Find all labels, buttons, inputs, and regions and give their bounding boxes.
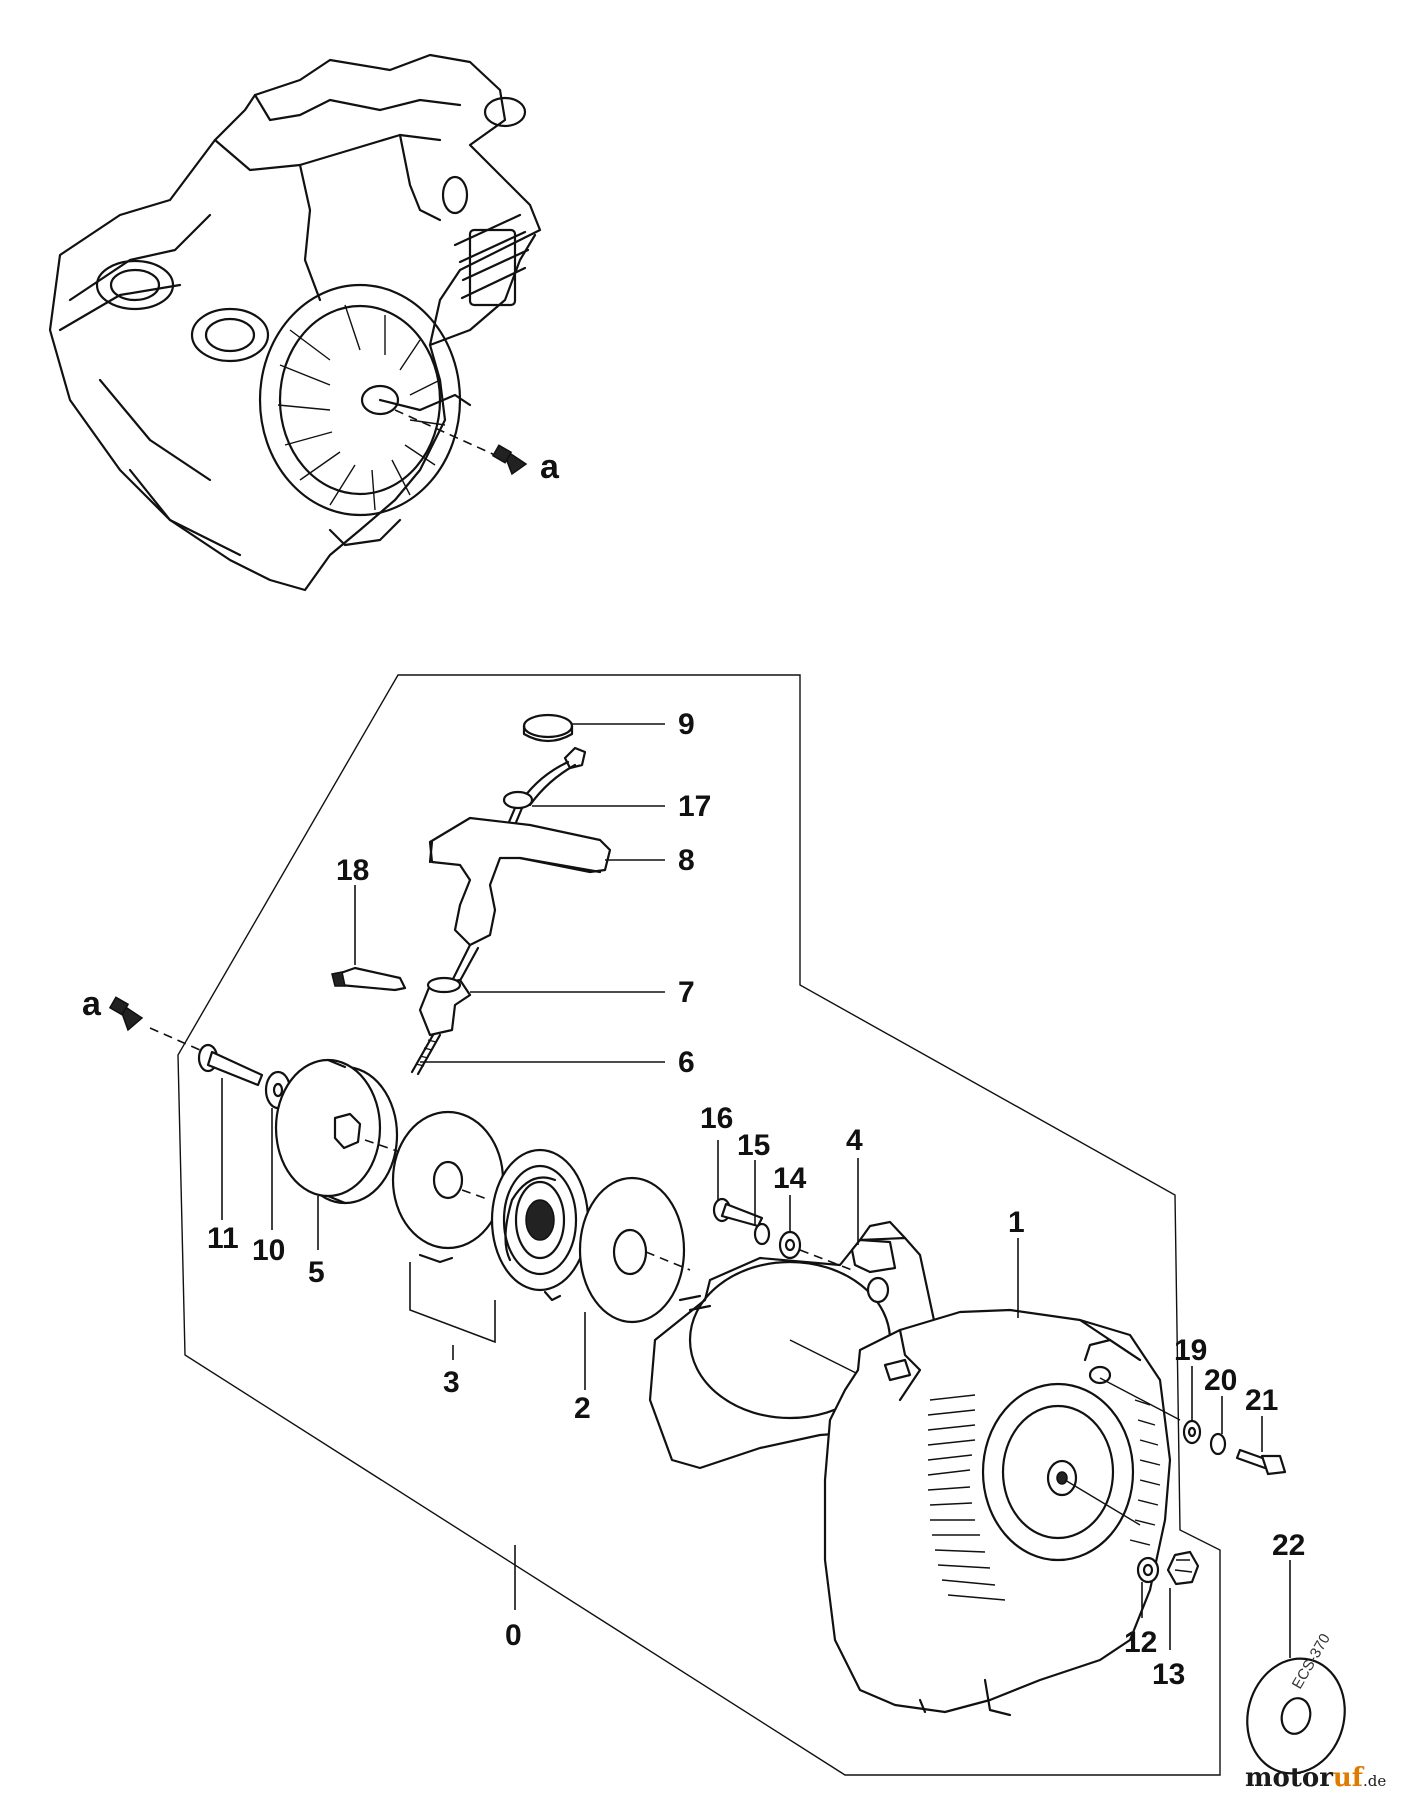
callout-11: 11: [207, 1222, 239, 1255]
part-12-washer: [1136, 1556, 1160, 1618]
callout-6: 6: [678, 1046, 695, 1079]
part-20-washer: [1209, 1396, 1227, 1456]
part-19-washer: [1182, 1366, 1202, 1445]
callout-10: 10: [252, 1234, 285, 1267]
callout-17: 17: [678, 790, 711, 823]
part-11-bolt: [197, 1043, 264, 1220]
arrow-marker-a-lower-group: a: [82, 985, 201, 1051]
part-13-nut: [1166, 1550, 1200, 1650]
part-3-spring-assembly: [391, 1110, 590, 1360]
part-22-decal: ECS-370: [1246, 1560, 1346, 1775]
callout-labels: 9 17 8 18 7 6 16 15 14 4 1 11 10 5 3 2 1…: [207, 708, 1305, 1691]
watermark-accent: uf: [1333, 1763, 1365, 1793]
svg-text:motoruf.de: motoruf.de: [1245, 1763, 1386, 1793]
engine-housing-drawing: a: [48, 53, 560, 592]
part-15-washer: [753, 1160, 771, 1246]
part-2-disc: [578, 1176, 691, 1390]
callout-0: 0: [505, 1619, 522, 1652]
callout-8: 8: [678, 844, 695, 877]
arrow-marker-a-lower: a: [82, 985, 102, 1023]
callout-19: 19: [1174, 1334, 1207, 1367]
callout-7: 7: [678, 976, 695, 1009]
callout-12: 12: [1124, 1626, 1157, 1659]
part-21-screw: [1235, 1416, 1287, 1476]
callout-21: 21: [1245, 1384, 1278, 1417]
watermark-main: motor: [1245, 1763, 1333, 1793]
callout-20: 20: [1204, 1364, 1237, 1397]
callout-16: 16: [700, 1102, 733, 1135]
callout-3: 3: [443, 1366, 460, 1399]
callout-14: 14: [773, 1162, 807, 1195]
starter-rope-assembly: [410, 746, 665, 1076]
callout-15: 15: [737, 1129, 770, 1162]
callout-2: 2: [574, 1392, 591, 1425]
arrow-marker-a-top: a: [540, 448, 560, 486]
part-5-pulley: [274, 1058, 401, 1250]
callout-4: 4: [846, 1124, 863, 1157]
watermark-tld: .de: [1363, 1772, 1386, 1790]
part-1-starter-housing: [823, 1238, 1181, 1717]
part-18-pawl: [331, 885, 407, 992]
callout-22: 22: [1272, 1529, 1305, 1562]
callout-1: 1: [1008, 1206, 1025, 1239]
callout-5: 5: [308, 1256, 325, 1289]
part-14-washer: [778, 1195, 802, 1260]
callout-9: 9: [678, 708, 695, 741]
callout-13: 13: [1152, 1658, 1185, 1691]
assembly-boundary: [177, 674, 1221, 1776]
callout-18: 18: [336, 854, 369, 887]
motoruf-watermark: motoruf.de: [1245, 1763, 1386, 1793]
part-9-cap: [522, 713, 665, 743]
